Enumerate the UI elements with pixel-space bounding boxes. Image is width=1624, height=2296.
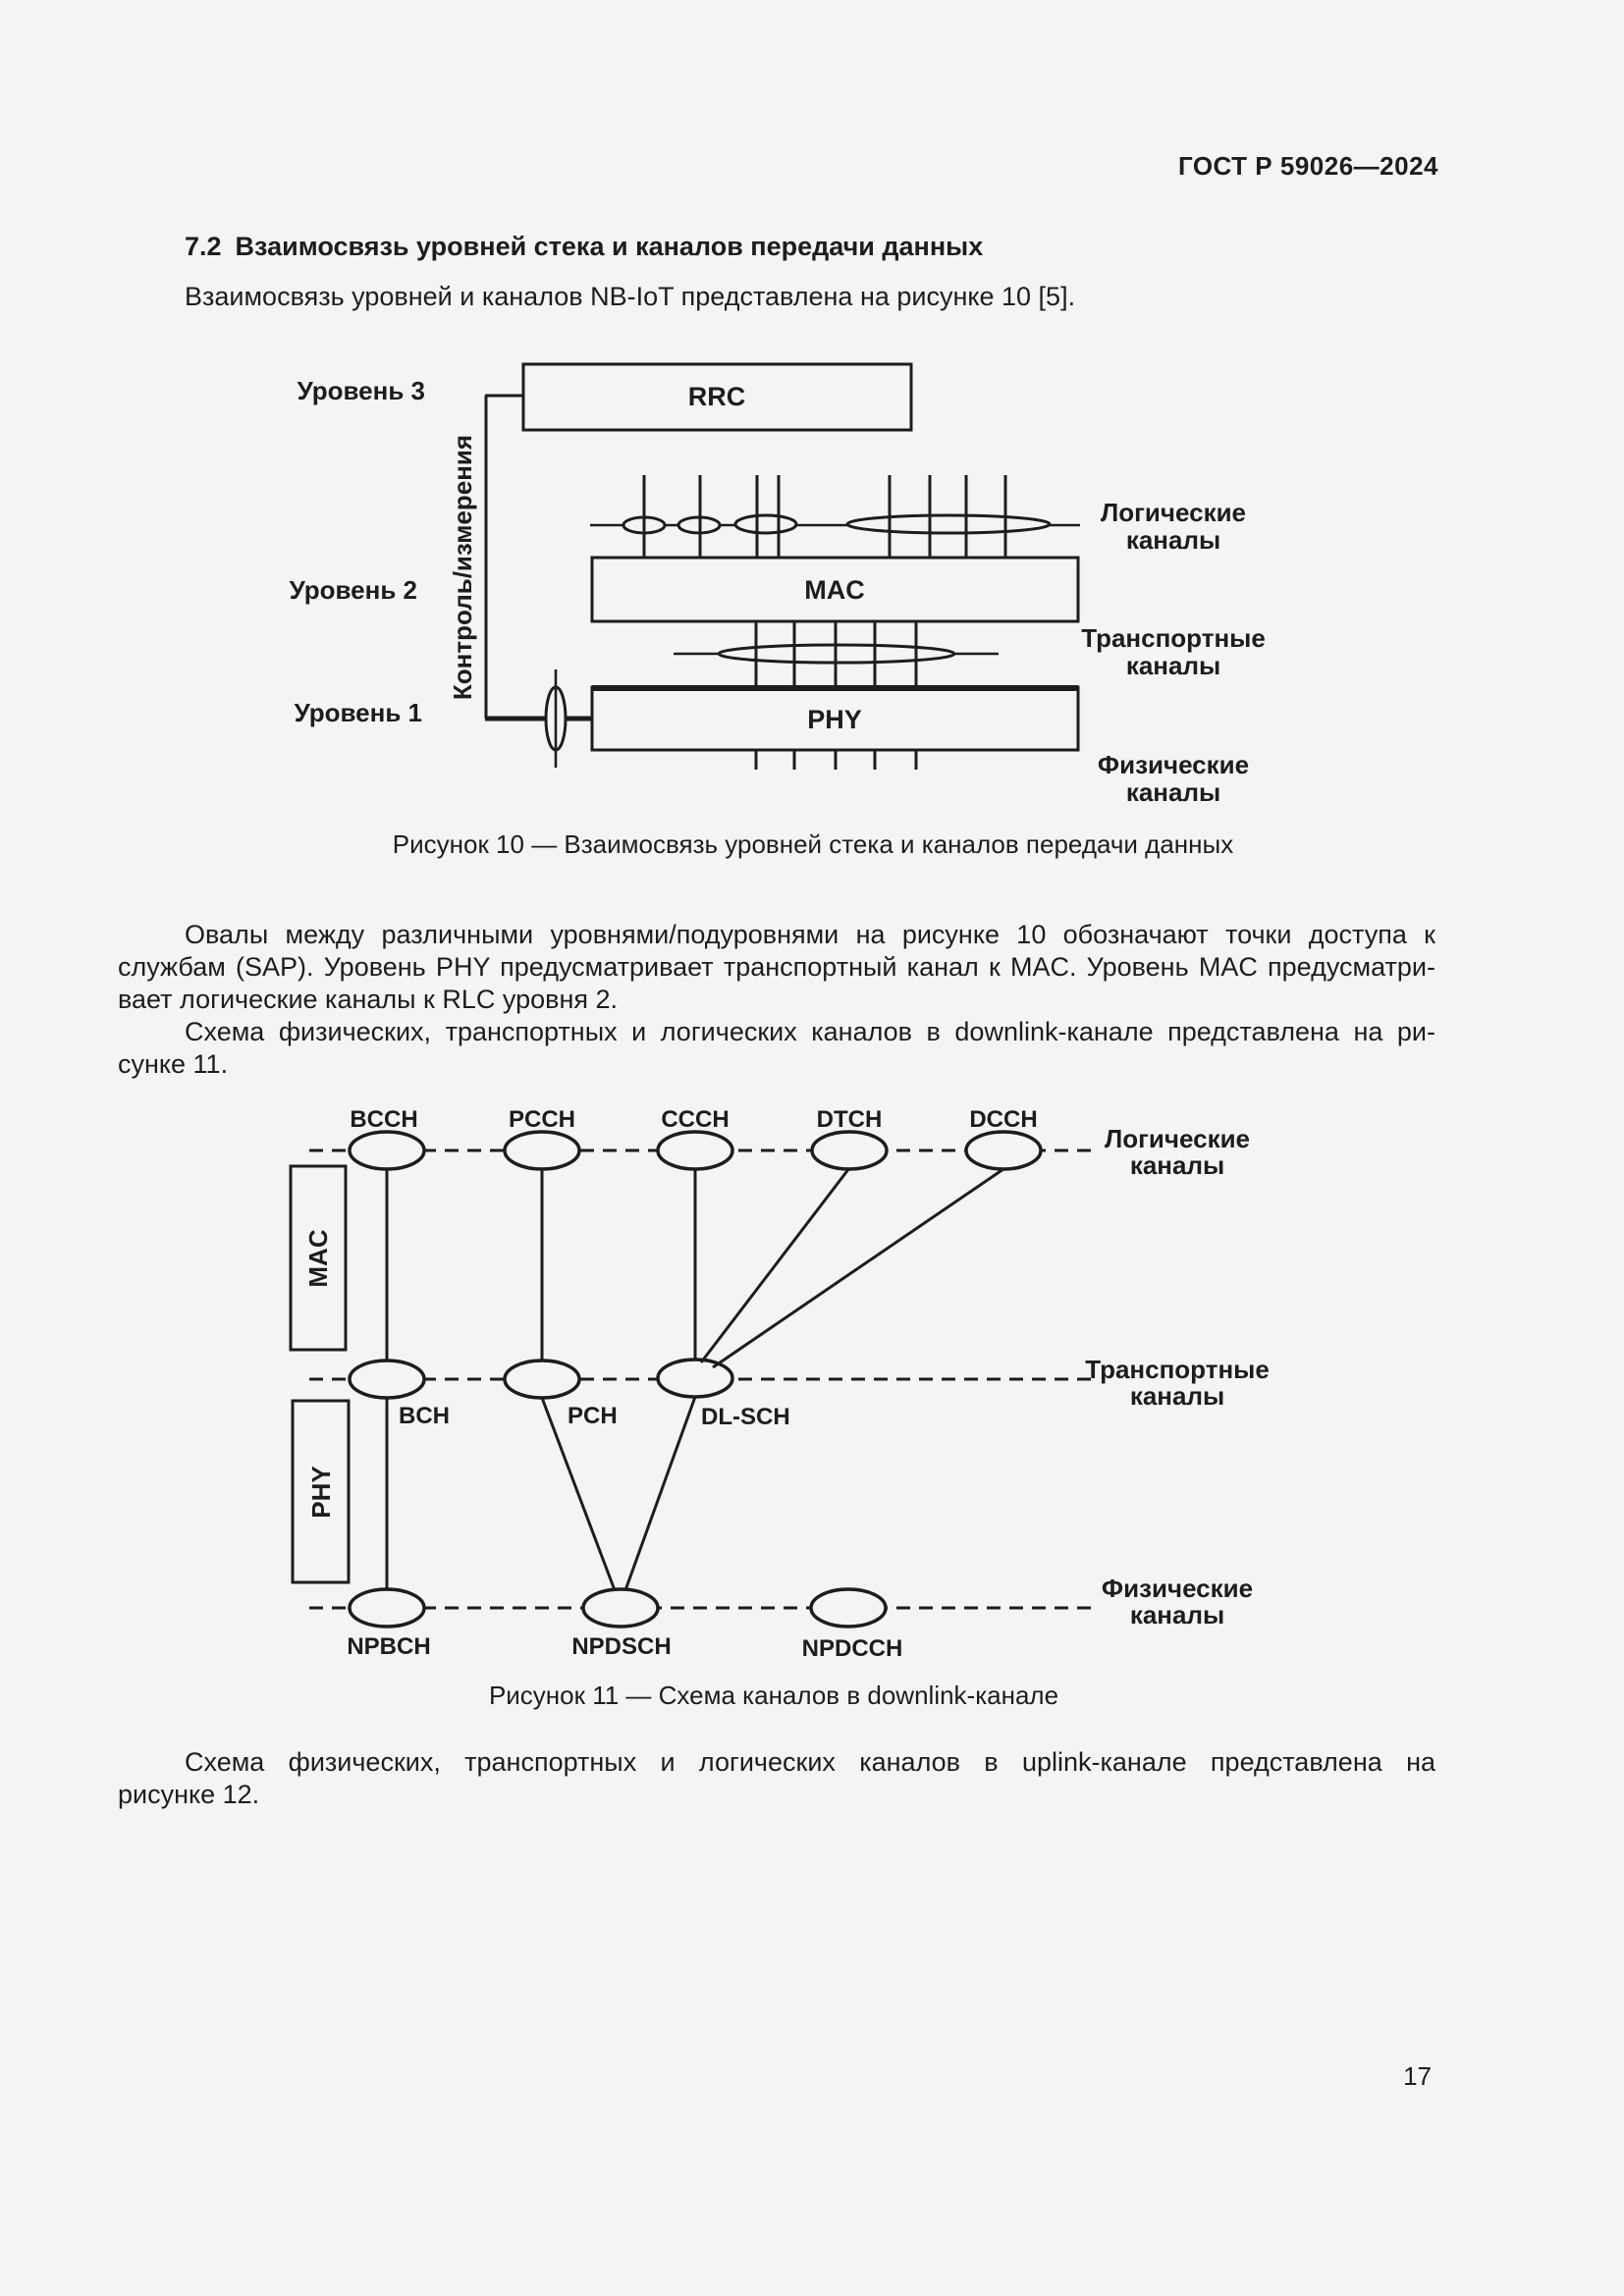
logical-channel-stems xyxy=(642,475,1007,558)
mac-label: MAC xyxy=(303,1229,333,1287)
sap-oval xyxy=(733,513,798,535)
mac-label: MAC xyxy=(804,575,865,605)
physical-channels-label: Физические xyxy=(1098,750,1249,779)
paragraph-line: Схема физических, транспортных и логичес… xyxy=(185,1747,1435,1777)
physical-channel-stems xyxy=(754,750,918,770)
paragraph-line: Взаимосвязь уровней и каналов NB-IoT пре… xyxy=(185,282,1076,311)
physical-channel-nodes xyxy=(348,1587,888,1629)
logical-channels-label-2: каналы xyxy=(1126,525,1220,555)
logical-channel-nodes xyxy=(348,1130,1043,1171)
channel-label-dtch: DTCH xyxy=(817,1106,883,1133)
page-number: 17 xyxy=(1403,2061,1432,2091)
section-heading: 7.2 Взаимосвязь уровней стека и каналов п… xyxy=(185,232,1441,262)
channel-label-dcch: DCCH xyxy=(969,1106,1037,1133)
mac-box xyxy=(289,1164,348,1352)
logical-channels-label-2: каналы xyxy=(1130,1150,1224,1180)
transport-channels-label: Транспортные xyxy=(1081,623,1266,653)
transport-channels-label-2: каналы xyxy=(1126,651,1220,680)
section-title: Взаимосвязь уровней стека и каналов пере… xyxy=(235,232,984,261)
channel-label-pcch: PCCH xyxy=(509,1106,575,1133)
channel-label-pch: PCH xyxy=(568,1403,618,1429)
uplink-paragraph: Схема физических, транспортных и логичес… xyxy=(118,1746,1435,1811)
rrc-label: RRC xyxy=(688,382,746,411)
channel-label-npdsch: NPDSCH xyxy=(571,1633,671,1660)
physical-channels-label: Физические xyxy=(1102,1574,1253,1603)
sap-oval xyxy=(845,513,1052,535)
paragraph-line: вает логические каналы к RLC уровня 2. xyxy=(118,985,619,1014)
channel-mapping-lines xyxy=(385,1167,1004,1591)
transport-channel-nodes xyxy=(348,1358,734,1400)
logical-channels-label: Логические xyxy=(1101,498,1246,527)
phy-label: PHY xyxy=(807,705,862,734)
transport-channel-stems xyxy=(754,621,918,687)
channel-label-npdcch: NPDCCH xyxy=(802,1635,903,1662)
figure-11-caption: Рисунок 11 — Схема каналов в downlink-ка… xyxy=(488,1681,1059,1710)
level-1-label: Уровень 1 xyxy=(295,698,422,727)
figure-10-caption: Рисунок 10 — Взаимосвязь уровней стека и… xyxy=(392,829,1234,859)
section-number: 7.2 xyxy=(185,232,222,261)
figure-11-downlink-diagram: MAC PHY xyxy=(289,1106,1270,1662)
paragraph-line: Схема физических, транспортных и логичес… xyxy=(185,1017,1435,1046)
phy-label: PHY xyxy=(306,1466,336,1518)
channel-label-npbch: NPBCH xyxy=(347,1633,430,1660)
figure-10-stack-diagram: RRC Контроль/измерения Уровень 3 Уровень… xyxy=(290,362,1266,807)
channel-label-ccch: CCCH xyxy=(661,1106,729,1133)
channel-label-dl-sch: DL-SCH xyxy=(701,1404,790,1430)
intro-paragraph: Взаимосвязь уровней и каналов NB-IoT пре… xyxy=(118,281,1435,313)
paragraph-line: Овалы между различными уровнями/подуровн… xyxy=(185,920,1435,949)
channel-label-bch: BCH xyxy=(399,1403,450,1429)
sap-paragraph: Овалы между различными уровнями/подуровн… xyxy=(118,919,1435,1081)
physical-channels-label-2: каналы xyxy=(1126,777,1220,807)
rrc-box xyxy=(521,362,913,432)
paragraph-line: сунке 11. xyxy=(118,1049,229,1079)
transport-channels-label-2: каналы xyxy=(1130,1381,1224,1411)
transport-channels-label: Транспортные xyxy=(1085,1355,1270,1384)
control-measure-label: Контроль/измерения xyxy=(448,435,477,700)
logical-channels-label: Логические xyxy=(1105,1124,1250,1153)
level-2-label: Уровень 2 xyxy=(290,575,417,605)
page-header: ГОСТ Р 59026—2024 xyxy=(1177,151,1438,181)
phy-box xyxy=(291,1399,351,1584)
paragraph-line: рисунке 12. xyxy=(118,1780,260,1809)
level-3-label: Уровень 3 xyxy=(298,376,425,405)
mac-box xyxy=(590,556,1080,623)
physical-channels-label-2: каналы xyxy=(1130,1600,1224,1629)
channel-label-bcch: BCCH xyxy=(350,1106,417,1133)
paragraph-line: службам (SAP). Уровень PHY предусматрива… xyxy=(118,952,1435,982)
